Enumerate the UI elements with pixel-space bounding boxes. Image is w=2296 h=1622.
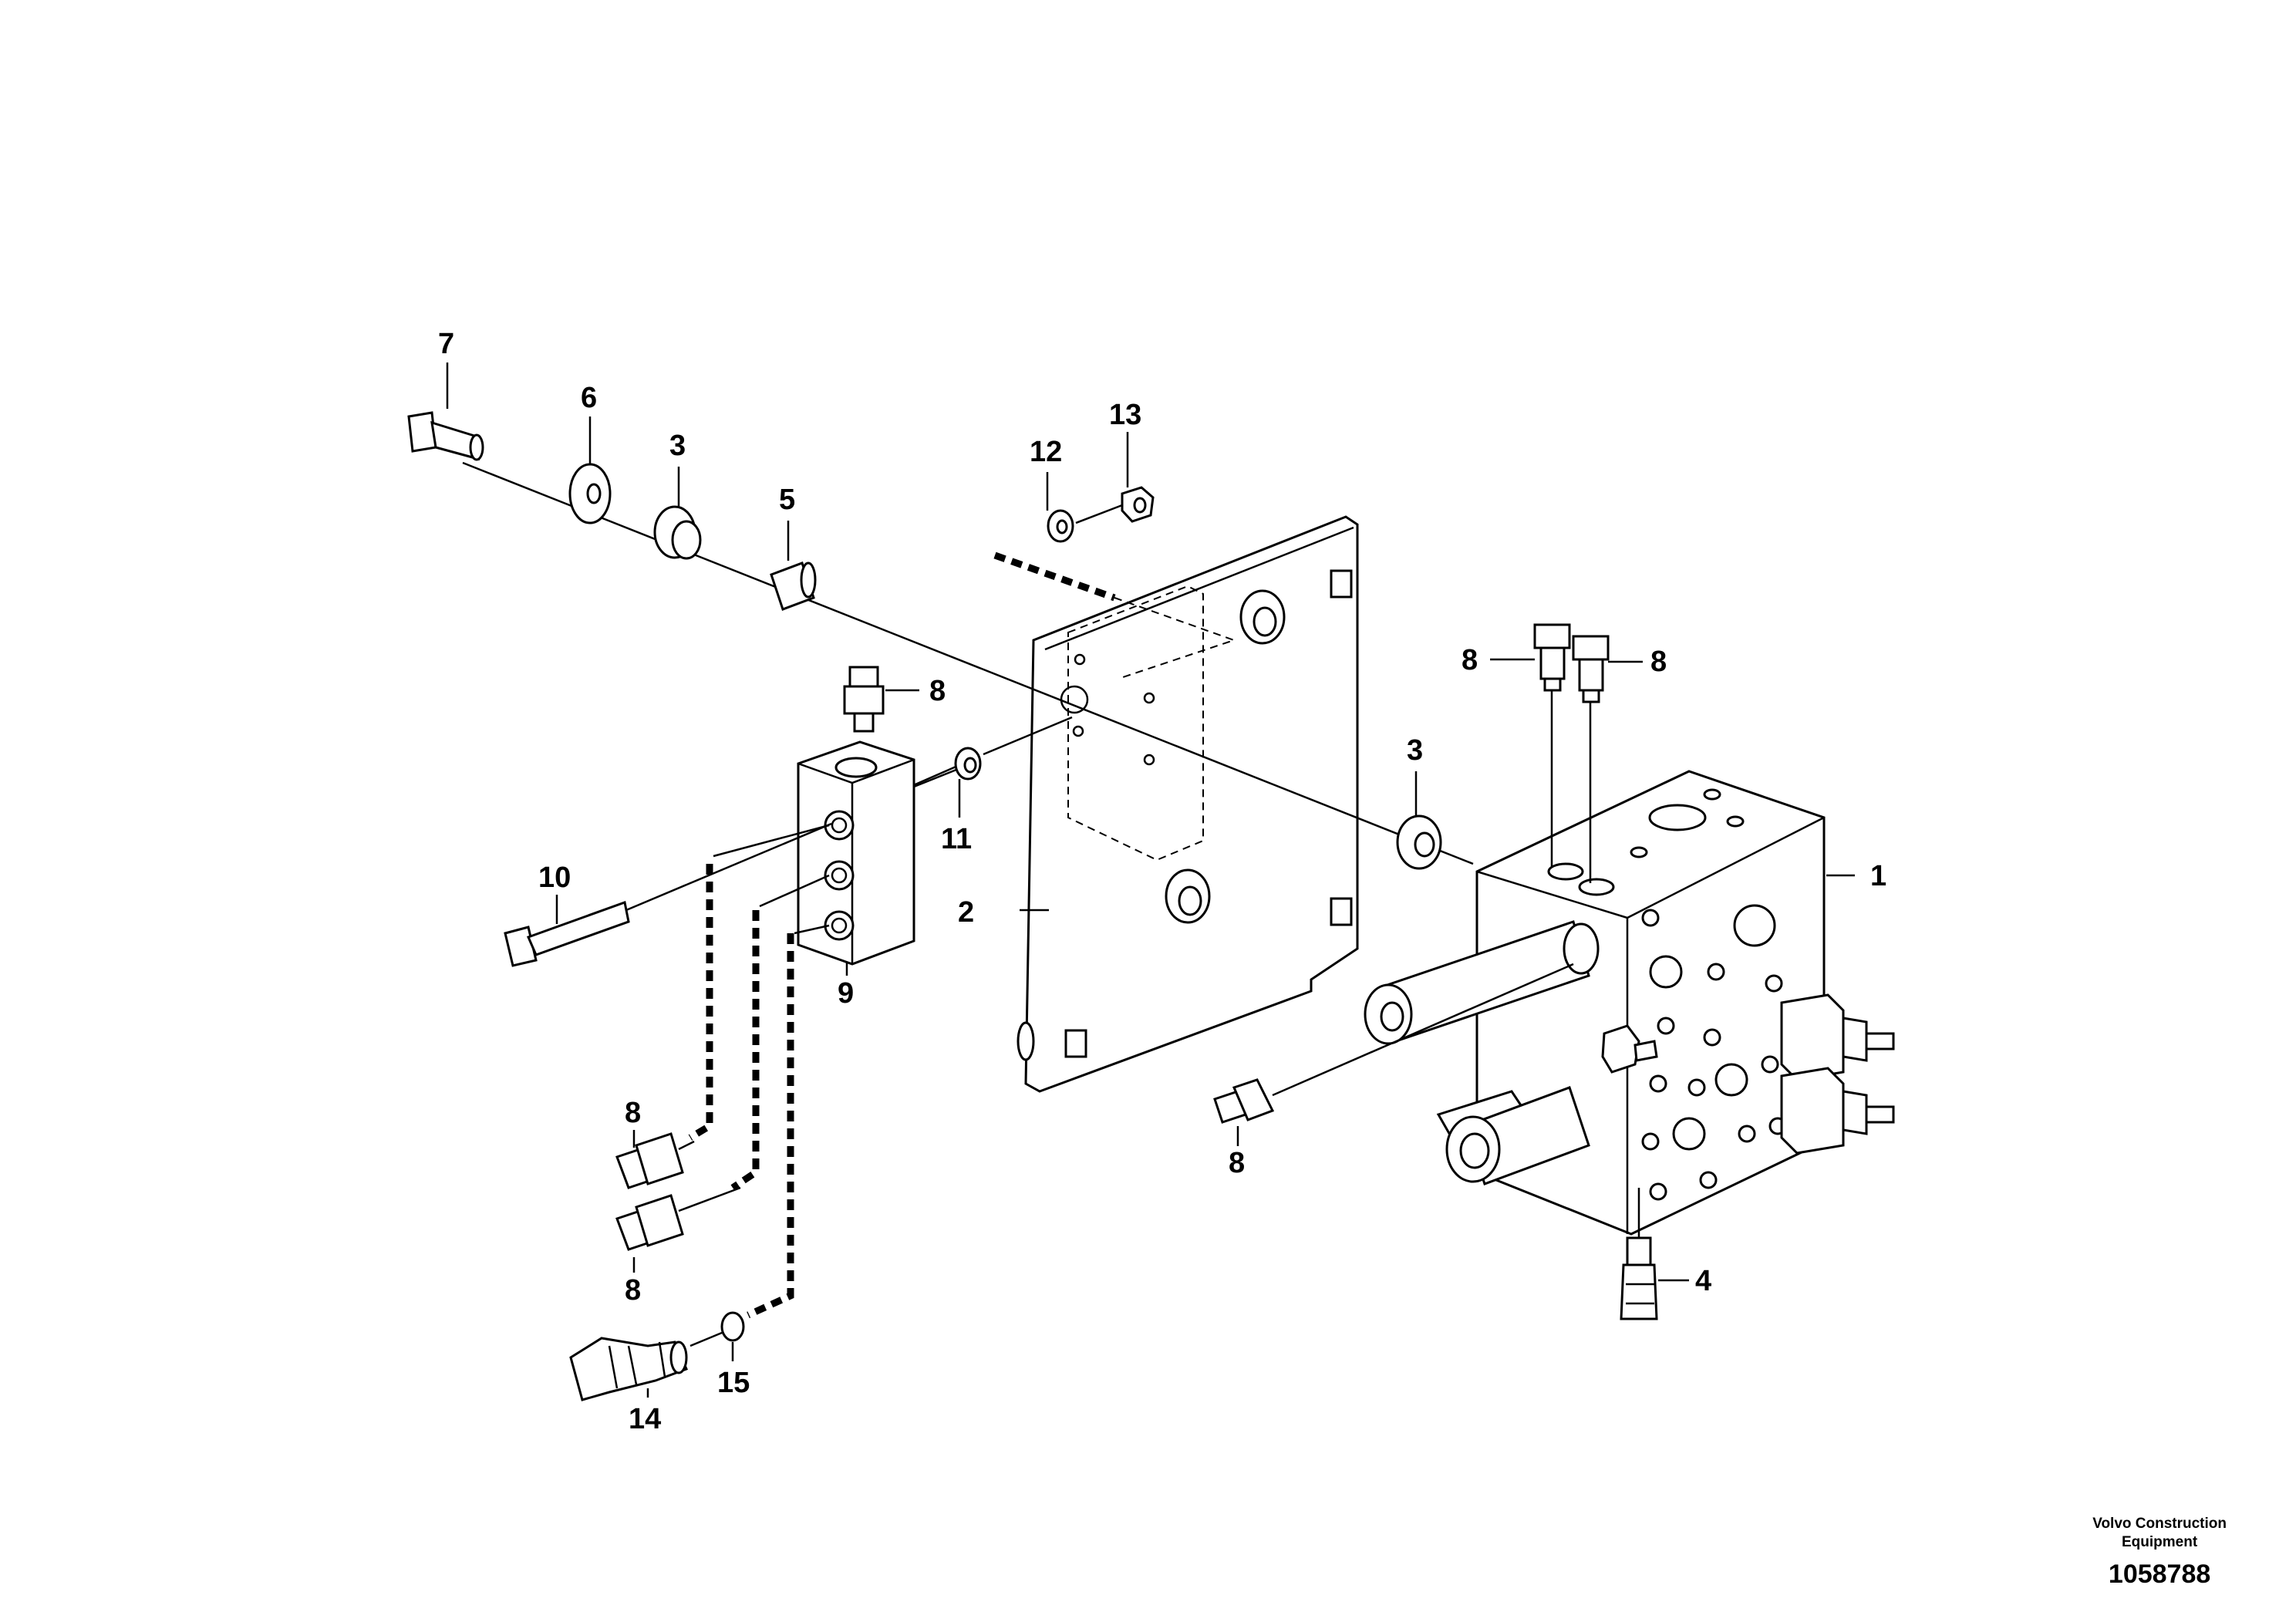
solenoid-cylinder[interactable] — [1364, 920, 1600, 1045]
part-5-spacer[interactable] — [770, 561, 817, 611]
part-9-manifold-block[interactable] — [797, 740, 915, 966]
callout-3-lower: 3 — [1407, 734, 1423, 767]
document-number: 1058788 — [2108, 1560, 2211, 1589]
callout-11: 11 — [941, 823, 972, 855]
callout-8-left-2: 8 — [625, 1274, 641, 1307]
part-6-washer[interactable] — [568, 463, 612, 524]
plate-nut-right — [1330, 897, 1353, 926]
brand-line-2: Equipment — [2122, 1534, 2198, 1550]
callout-9: 9 — [838, 977, 854, 1010]
callout-10: 10 — [538, 862, 571, 894]
part-8-fitting-front[interactable] — [1213, 1078, 1275, 1124]
part-4-pressure-sensor[interactable] — [1620, 1236, 1658, 1320]
hidden-route-12 — [993, 551, 1116, 602]
hidden-route-a — [688, 864, 713, 1141]
callout-7: 7 — [438, 328, 454, 360]
callout-8-left-1: 8 — [625, 1097, 641, 1129]
plate-nut-top-right — [1330, 569, 1353, 599]
part-15-o-ring[interactable] — [720, 1311, 745, 1342]
document-footer: Volvo Construction Equipment 1058788 — [2092, 1515, 2227, 1590]
part-8-fitting-block9[interactable] — [843, 666, 885, 733]
assembly-axis-line-1 — [462, 461, 1474, 865]
callout-6: 6 — [581, 382, 597, 414]
part-7-bolt[interactable] — [407, 411, 484, 461]
callout-4: 4 — [1695, 1265, 1711, 1297]
block-side-nut — [1601, 1024, 1658, 1074]
callout-8-block9: 8 — [929, 675, 946, 707]
right-cartridge-upper[interactable] — [1780, 993, 1895, 1081]
brand-line-1: Volvo Construction — [2092, 1516, 2227, 1532]
plate-stud-top — [1239, 589, 1286, 645]
plate-nut-bottom-left — [1064, 1029, 1087, 1058]
part-14-sensor[interactable] — [569, 1337, 688, 1401]
solenoid-coil[interactable] — [1436, 1086, 1590, 1185]
callout-5: 5 — [779, 484, 795, 516]
part-8-fitting-top-right[interactable] — [1572, 635, 1610, 703]
part-3-bushing-lower[interactable] — [1396, 814, 1442, 870]
part-8-fitting-top-left[interactable] — [1533, 623, 1571, 692]
part-3-bushing-top[interactable] — [653, 505, 702, 560]
mounting-plate[interactable] — [1017, 515, 1359, 1093]
hidden-route-c — [747, 933, 794, 1319]
plate-bracket-edge — [1017, 1021, 1035, 1061]
callout-13: 13 — [1109, 399, 1141, 431]
callout-1: 1 — [1870, 860, 1886, 892]
right-cartridge-lower[interactable] — [1780, 1067, 1895, 1155]
hidden-route-b — [730, 910, 760, 1191]
callout-8-top-left: 8 — [1462, 644, 1478, 676]
callout-15: 15 — [717, 1367, 750, 1399]
part-8-fitting-left-2[interactable] — [615, 1186, 741, 1251]
callout-3-top: 3 — [669, 430, 686, 462]
callout-8-top-right: 8 — [1650, 646, 1667, 678]
plate-stud-middle — [1165, 868, 1211, 924]
part-13-nut[interactable] — [1121, 486, 1155, 523]
part-11-washer[interactable] — [954, 747, 982, 781]
callout-2: 2 — [958, 896, 974, 929]
part-10-bolt[interactable] — [504, 900, 630, 967]
part-8-fitting-left-1[interactable] — [615, 1132, 695, 1189]
callout-12: 12 — [1030, 436, 1062, 468]
callout-14: 14 — [629, 1403, 661, 1435]
callout-8-front: 8 — [1229, 1147, 1245, 1179]
part-12-washer[interactable] — [1047, 509, 1074, 543]
